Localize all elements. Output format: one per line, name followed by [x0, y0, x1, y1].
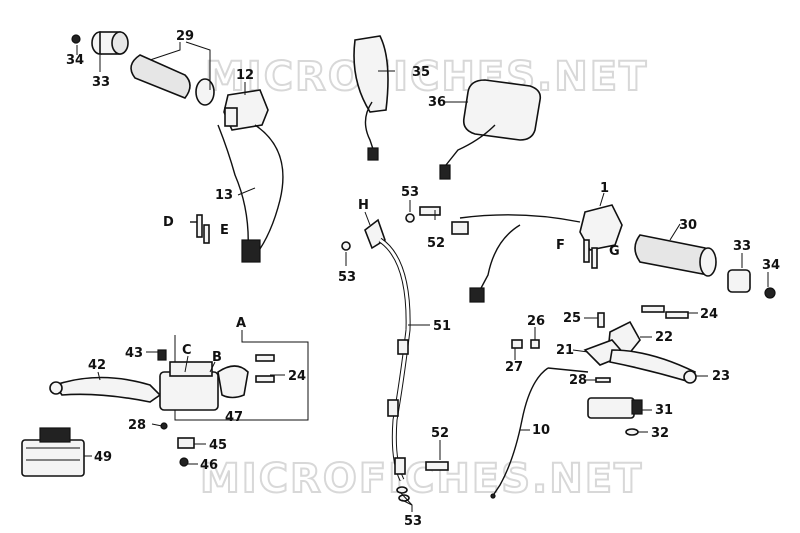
- label-49: 49: [94, 450, 112, 465]
- label-22: 22: [655, 330, 673, 345]
- switch-45: [177, 437, 195, 449]
- bolts-D-E: [190, 214, 210, 244]
- mirror-left-35: [353, 35, 389, 161]
- bolts-F-G: [583, 239, 598, 269]
- washer-53-b: [405, 213, 415, 223]
- label-47: 47: [225, 410, 243, 425]
- right-harness-branch: [479, 224, 521, 291]
- screw-34-left: [71, 34, 81, 44]
- label-28-b: 28: [569, 373, 587, 388]
- pin-25: [597, 312, 605, 328]
- label-31: 31: [655, 403, 673, 418]
- label-51: 51: [433, 319, 451, 334]
- washer-53-c: [396, 486, 408, 494]
- bolt-24-b-2: [665, 311, 689, 319]
- brake-lever-42: [49, 376, 162, 403]
- label-53-b: 53: [401, 185, 419, 200]
- label-E: E: [220, 223, 229, 238]
- bolt-24-a-2: [255, 375, 275, 383]
- pin-28-b: [595, 377, 611, 383]
- switch-31: [587, 397, 643, 419]
- label-A: A: [236, 316, 246, 331]
- label-53-a: 53: [338, 270, 356, 285]
- right-connector-top: [451, 221, 469, 235]
- left-switch-harness-13: [217, 124, 249, 251]
- label-23: 23: [712, 369, 730, 384]
- cable-10-end: [547, 367, 589, 373]
- label-45: 45: [209, 438, 227, 453]
- label-25: 25: [563, 311, 581, 326]
- label-B: B: [212, 350, 222, 365]
- right-grip-30: [634, 234, 717, 277]
- label-36: 36: [428, 95, 446, 110]
- label-42: 42: [88, 358, 106, 373]
- label-H: H: [358, 198, 369, 213]
- label-46: 46: [200, 458, 218, 473]
- label-35: 35: [412, 65, 430, 80]
- label-30: 30: [679, 218, 697, 233]
- banjo-bolt-52-b: [425, 461, 449, 471]
- left-grip-29: [130, 54, 215, 106]
- nut-26: [530, 339, 540, 349]
- brake-hose-51: [364, 218, 411, 482]
- watermark-bottom: MICROFICHES.NET: [200, 456, 643, 502]
- bar-end-weight-33-left: [91, 31, 129, 55]
- right-connector: [469, 287, 485, 303]
- leader-lines: [76, 41, 769, 512]
- label-34-right: 34: [762, 258, 780, 273]
- reservoir-cover-49: [21, 427, 85, 477]
- mirror-right-36: [439, 79, 542, 180]
- label-10: 10: [532, 423, 550, 438]
- clamp-47: [217, 365, 249, 399]
- label-53-c: 53: [404, 514, 422, 529]
- right-switch-1: [579, 204, 623, 251]
- label-52-a: 52: [427, 236, 445, 251]
- label-52-b: 52: [431, 426, 449, 441]
- label-43: 43: [125, 346, 143, 361]
- label-C: C: [182, 343, 192, 358]
- left-switch-12: [223, 89, 269, 131]
- master-cylinder: [157, 349, 219, 411]
- label-32: 32: [651, 426, 669, 441]
- washer-53-a: [341, 241, 351, 251]
- left-switch-wire: [249, 124, 284, 263]
- label-34-left: 34: [66, 53, 84, 68]
- label-33-right: 33: [733, 239, 751, 254]
- label-12: 12: [236, 68, 254, 83]
- label-24-a: 24: [288, 369, 306, 384]
- label-F: F: [556, 238, 565, 253]
- label-29: 29: [176, 29, 194, 44]
- label-28-a: 28: [128, 418, 146, 433]
- label-27: 27: [505, 360, 523, 375]
- left-connector: [241, 239, 261, 263]
- label-13: 13: [215, 188, 233, 203]
- bolt-24-b-1: [641, 305, 665, 313]
- label-24-b: 24: [700, 307, 718, 322]
- bar-end-weight-33-right: [727, 269, 751, 293]
- bolt-24-a-1: [255, 354, 275, 362]
- screw-34-right: [764, 287, 776, 299]
- clutch-lever-23: [609, 349, 697, 384]
- label-G: G: [609, 244, 620, 259]
- label-33-left: 33: [92, 75, 110, 90]
- washer-32: [625, 428, 639, 436]
- watermark-top: MICROFICHES.NET: [205, 54, 648, 100]
- screw-46: [179, 457, 189, 467]
- label-21: 21: [556, 343, 574, 358]
- cable-10-tip: [490, 493, 496, 499]
- cable-10: [493, 367, 549, 495]
- right-harness: [459, 214, 581, 223]
- screw-27: [511, 339, 523, 349]
- left-grip-group: [71, 31, 284, 263]
- label-D: D: [163, 215, 174, 230]
- label-26: 26: [527, 314, 545, 329]
- banjo-bolt-52-a: [419, 206, 441, 216]
- label-1: 1: [600, 181, 609, 196]
